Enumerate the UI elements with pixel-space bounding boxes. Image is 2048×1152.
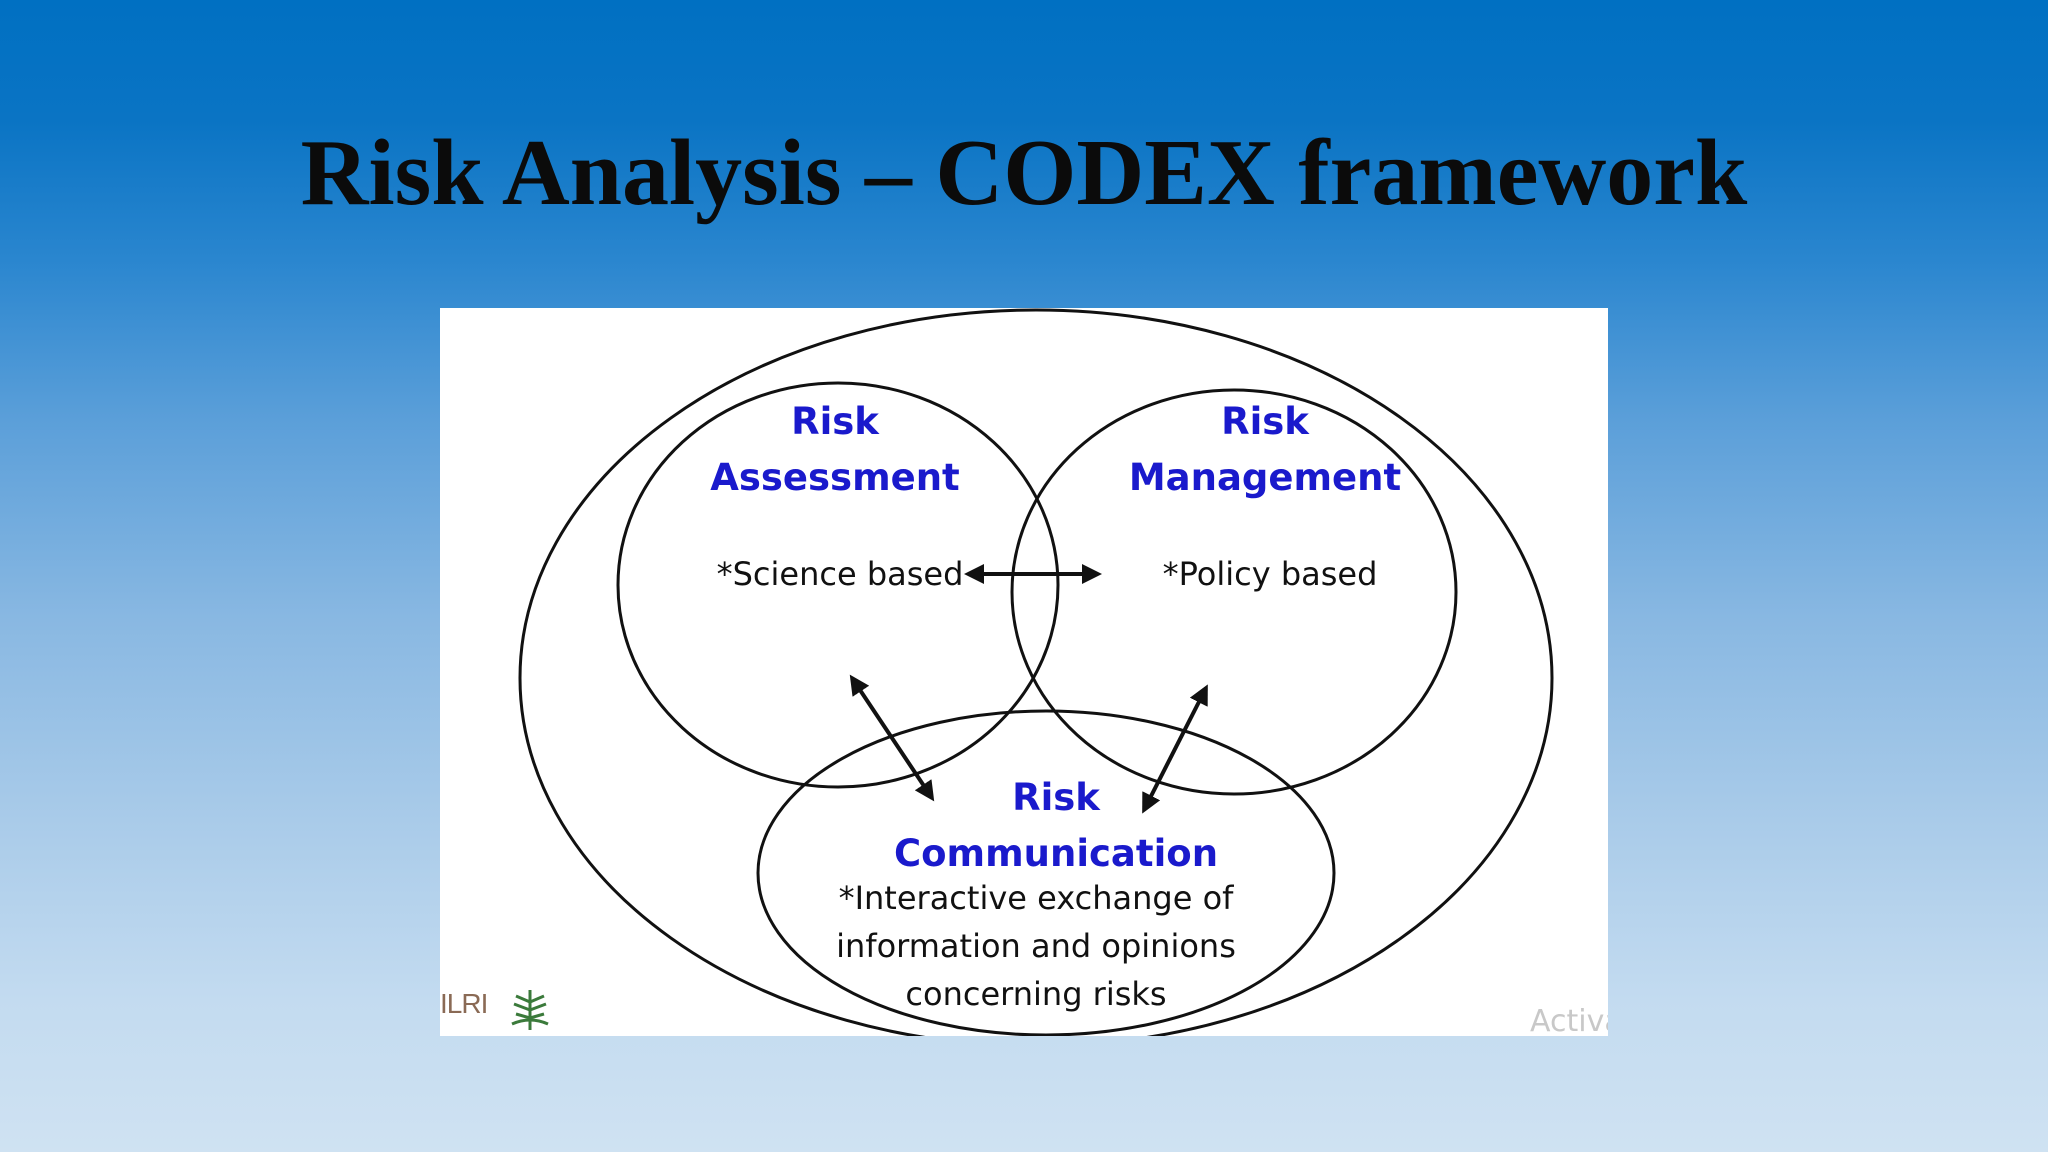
assessment-heading-line1: Risk	[791, 400, 879, 443]
diagram-panel: Risk Assessment *Science based Risk Mana…	[440, 308, 1608, 1036]
assessment-heading-line2: Assessment	[710, 456, 960, 499]
cgiar-wheat-icon	[511, 990, 549, 1030]
ilri-logo: ILRI	[440, 988, 488, 1019]
communication-heading-line1: Risk	[1012, 776, 1100, 819]
management-description: *Policy based	[1162, 555, 1378, 593]
communication-description-line3: concerning risks	[905, 975, 1167, 1013]
communication-description: *Interactive exchange of information and…	[796, 874, 1276, 1018]
management-heading: Risk Management	[1040, 394, 1490, 506]
assessment-heading: Risk Assessment	[650, 394, 1020, 506]
management-heading-line2: Management	[1128, 456, 1402, 499]
communication-description-line2: information and opinions	[836, 927, 1236, 965]
communication-heading: Risk Communication	[846, 770, 1266, 882]
activation-watermark: Activa	[1530, 1004, 1608, 1036]
communication-ellipse	[756, 709, 1336, 1036]
communication-description-line1: *Interactive exchange of	[838, 879, 1234, 917]
assessment-circle	[616, 381, 1060, 789]
slide-title: Risk Analysis – CODEX framework	[300, 121, 1748, 225]
arrow-management-communication	[1142, 684, 1208, 814]
communication-heading-line2: Communication	[893, 832, 1219, 875]
assessment-description: *Science based	[716, 555, 964, 593]
arrow-assessment-communication	[849, 674, 935, 802]
management-heading-line1: Risk	[1221, 400, 1309, 443]
outer-ellipse	[518, 308, 1554, 1036]
management-circle	[1010, 388, 1458, 796]
venn-diagram	[518, 308, 1554, 1036]
